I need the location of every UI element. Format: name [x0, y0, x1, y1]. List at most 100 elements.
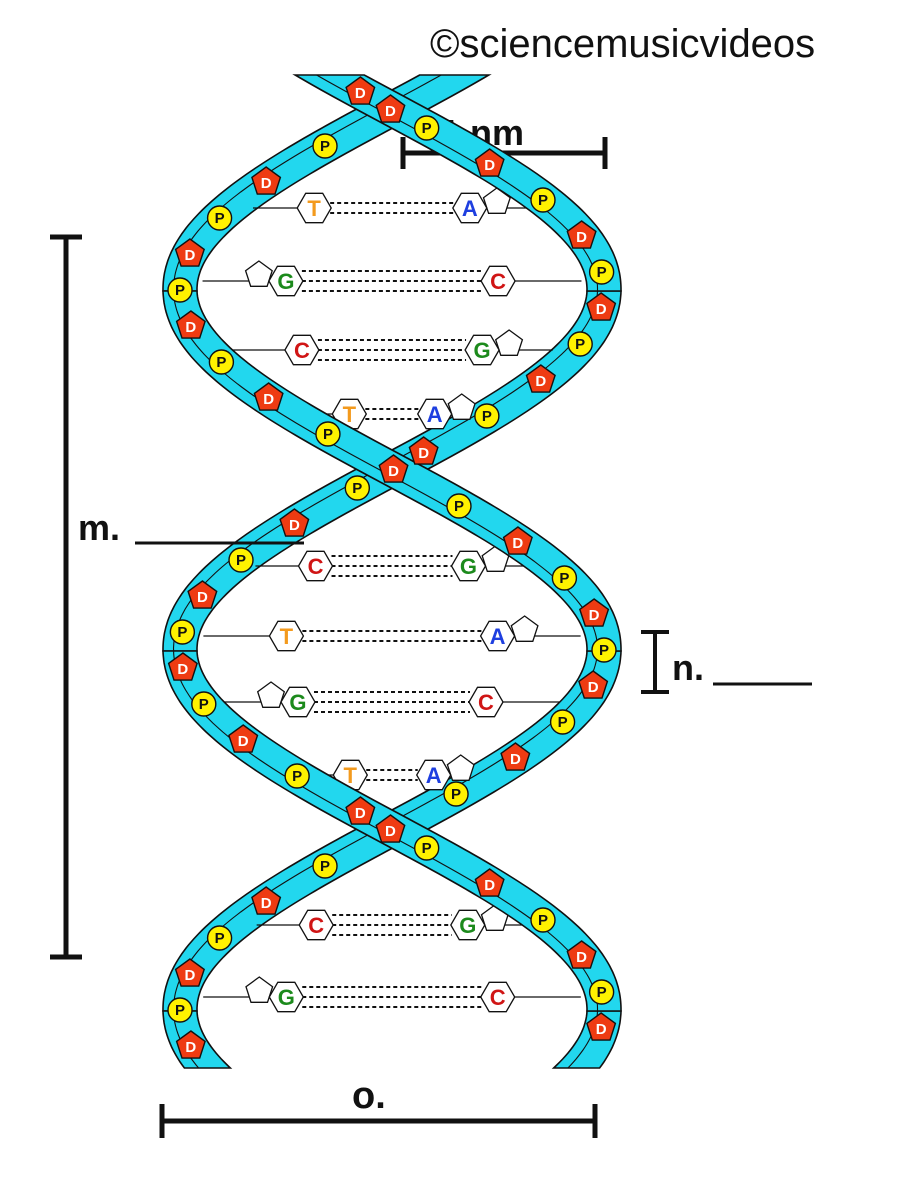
svg-text:D: D	[588, 679, 599, 696]
svg-text:D: D	[596, 1021, 607, 1038]
deoxyribose-icon: D	[251, 166, 282, 195]
svg-text:P: P	[175, 1002, 185, 1019]
base-right-A: A	[426, 763, 442, 788]
phosphate-icon: P	[206, 925, 233, 951]
svg-text:P: P	[422, 120, 432, 137]
phosphate-icon: P	[591, 637, 617, 663]
svg-text:P: P	[323, 426, 333, 443]
svg-text:D: D	[385, 823, 396, 840]
phosphate-icon: P	[208, 349, 235, 375]
phosphate-icon: P	[567, 331, 593, 357]
base-left-G: G	[289, 690, 306, 715]
base-left-G: G	[278, 985, 295, 1010]
svg-text:D: D	[355, 805, 366, 822]
deoxyribose-icon: D	[378, 454, 409, 483]
svg-text:P: P	[199, 696, 209, 713]
svg-text:D: D	[576, 949, 587, 966]
base-right-C: C	[490, 269, 506, 294]
deoxyribose-icon: D	[474, 148, 505, 177]
backbone-segment-4	[162, 74, 492, 292]
deoxyribose-icon: D	[175, 310, 206, 339]
phosphate-icon: P	[228, 547, 254, 573]
deoxyribose-icon: D	[174, 238, 206, 267]
svg-text:D: D	[238, 733, 249, 750]
svg-text:P: P	[558, 714, 568, 731]
phosphate-icon: P	[169, 619, 196, 645]
svg-text:P: P	[451, 786, 461, 803]
phosphate-icon: P	[443, 781, 469, 807]
svg-text:P: P	[320, 138, 330, 155]
copyright-text: ©sciencemusicvideos	[430, 22, 815, 66]
phosphate-icon: P	[413, 115, 440, 141]
phosphate-icon: P	[312, 853, 338, 879]
base-left-T: T	[343, 402, 357, 427]
svg-text:D: D	[261, 175, 272, 192]
svg-text:P: P	[538, 912, 548, 929]
svg-text:D: D	[355, 85, 366, 102]
base-left-G: G	[277, 269, 294, 294]
phosphate-icon: P	[588, 979, 615, 1005]
svg-text:P: P	[538, 192, 548, 209]
svg-text:P: P	[175, 282, 185, 299]
phosphate-icon: P	[530, 187, 556, 213]
svg-text:D: D	[177, 661, 188, 678]
deoxyribose-icon: D	[408, 436, 439, 465]
svg-text:P: P	[597, 984, 607, 1001]
svg-text:D: D	[484, 877, 495, 894]
deoxyribose-icon: D	[174, 958, 206, 987]
deoxyribose-icon: D	[566, 940, 597, 969]
phosphate-icon: P	[588, 259, 615, 285]
svg-text:D: D	[385, 103, 396, 120]
base-right-C: C	[478, 690, 494, 715]
deoxyribose-icon: D	[228, 724, 259, 753]
svg-text:P: P	[236, 552, 246, 569]
m-bracket: m.	[50, 234, 304, 960]
phosphate-icon: P	[446, 493, 472, 519]
deoxyribose-icon: D	[253, 382, 284, 411]
base-right-C: C	[490, 985, 506, 1010]
deoxyribose-icon: D	[345, 76, 376, 105]
base-left-C: C	[308, 554, 324, 579]
deoxyribose-icon: D	[525, 364, 556, 393]
deoxyribose-icon: D	[578, 670, 609, 699]
phosphate-icon: P	[167, 997, 193, 1023]
deoxyribose-icon: D	[502, 526, 533, 555]
phosphate-icon: P	[344, 475, 371, 501]
svg-text:D: D	[185, 1039, 196, 1056]
base-right-A: A	[462, 196, 478, 221]
svg-text:P: P	[177, 624, 187, 641]
deoxyribose-icon: D	[251, 886, 282, 915]
o-bracket: o.	[159, 1075, 598, 1138]
phosphate-icon: P	[413, 835, 440, 861]
svg-text:D: D	[484, 157, 495, 174]
svg-text:D: D	[388, 463, 399, 480]
svg-text:D: D	[184, 967, 195, 984]
n-bracket: n.	[641, 630, 812, 694]
phosphate-icon: P	[549, 709, 576, 735]
svg-text:D: D	[510, 751, 521, 768]
svg-text:D: D	[261, 895, 272, 912]
svg-text:P: P	[320, 858, 330, 875]
deoxyribose-icon: D	[474, 868, 505, 897]
phosphate-icon: P	[474, 403, 500, 429]
svg-text:D: D	[185, 319, 196, 336]
deoxyribose-icon: D	[345, 796, 376, 825]
svg-text:P: P	[292, 768, 302, 785]
phosphate-icon: P	[551, 565, 578, 591]
svg-text:P: P	[454, 498, 464, 515]
svg-text:P: P	[216, 354, 226, 371]
phosphate-icon: P	[284, 763, 310, 789]
base-left-C: C	[294, 338, 310, 363]
base-left-T: T	[344, 763, 358, 788]
base-left-T: T	[280, 624, 294, 649]
deoxyribose-icon: D	[375, 94, 406, 123]
phosphate-icon: P	[167, 277, 193, 303]
backbone-monomers: DPDPDPDPDPDPDPDPDPDPDPDPDPDDPDPDPDPDPDPD…	[167, 76, 617, 1059]
